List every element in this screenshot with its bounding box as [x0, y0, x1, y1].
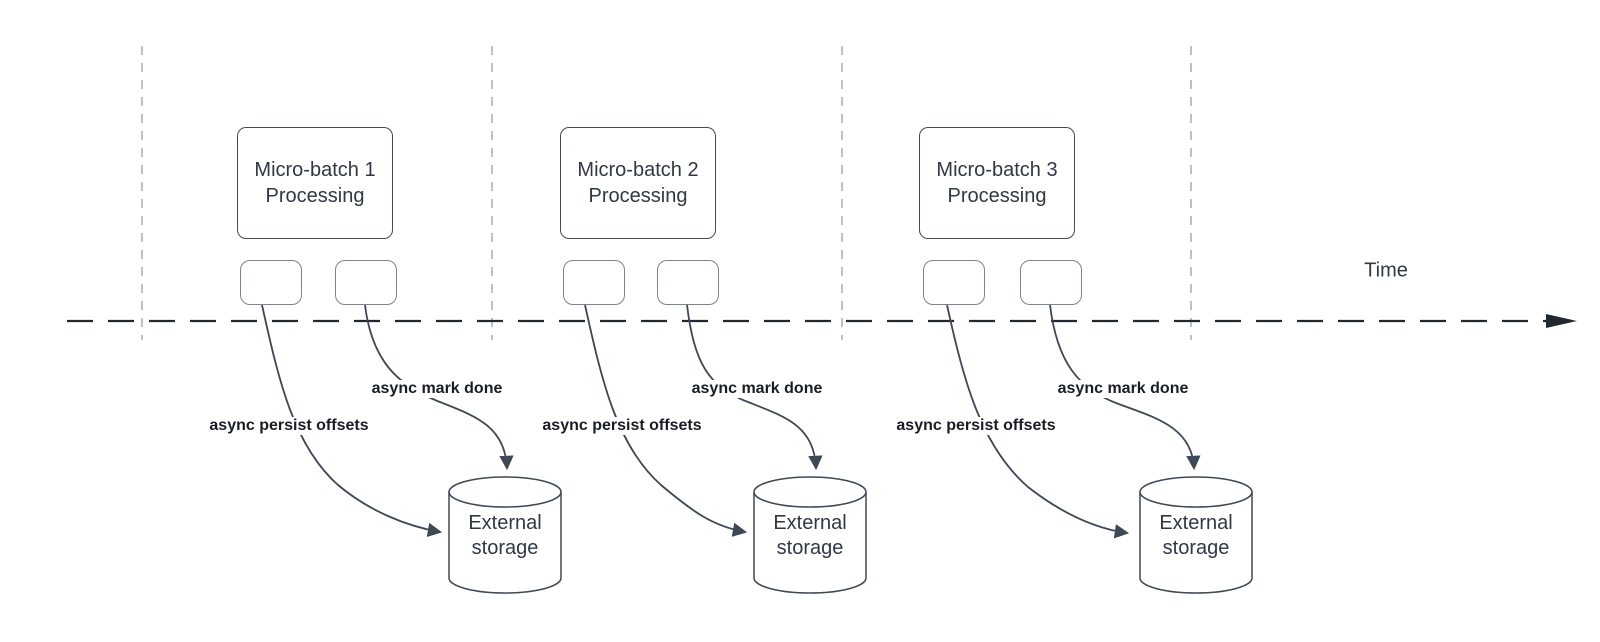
micro-batch-box-3-label: Micro-batch 3 Processing: [936, 159, 1058, 207]
persist-offsets-arrow-2: [584, 304, 748, 537]
cylinder-outline: [753, 476, 867, 594]
micro-batch-box-2: Micro-batch 2 Processing: [560, 127, 716, 239]
mark-done-label-3: async mark done: [1054, 380, 1192, 398]
persist-offsets-arrow-3: [946, 304, 1130, 539]
mark-done-arrow-2: [686, 304, 823, 471]
timeline-arrowhead-icon: [1546, 314, 1577, 328]
cylinder-outline: [448, 476, 562, 594]
persist-task-box-2: [563, 260, 625, 305]
storage-cylinder-3: [1139, 476, 1253, 594]
micro-batch-box-1-label: Micro-batch 1 Processing: [254, 159, 376, 207]
persist-offsets-label-3: async persist offsets: [893, 417, 1059, 435]
mark-done-arrow-3: [1049, 304, 1201, 471]
cylinder-rim: [1139, 491, 1253, 508]
time-axis-label: Time: [1364, 259, 1408, 282]
persist-task-box-3: [923, 260, 985, 305]
persist-task-box-1: [240, 260, 302, 305]
storage-cylinder-2: [753, 476, 867, 594]
cylinder-rim: [753, 491, 867, 508]
persist-offsets-label-2: async persist offsets: [539, 417, 705, 435]
done-task-box-1: [335, 260, 397, 305]
persist-offsets-label-1: async persist offsets: [206, 417, 372, 435]
mark-done-label-2: async mark done: [688, 380, 826, 398]
mark-done-arrow-1: [364, 304, 514, 471]
storage-cylinder-1: [448, 476, 562, 594]
storage-label-2: External storage: [773, 512, 847, 559]
persist-offsets-arrow-1: [261, 304, 443, 537]
done-task-box-2: [657, 260, 719, 305]
micro-batch-box-2-label: Micro-batch 2 Processing: [577, 159, 699, 207]
cylinder-rim: [448, 491, 562, 508]
micro-batch-box-3: Micro-batch 3 Processing: [919, 127, 1075, 239]
storage-label-3: External storage: [1159, 512, 1233, 559]
micro-batch-box-1: Micro-batch 1 Processing: [237, 127, 393, 239]
storage-label-1: External storage: [468, 512, 542, 559]
mark-done-label-1: async mark done: [368, 380, 506, 398]
cylinder-outline: [1139, 476, 1253, 594]
done-task-box-3: [1020, 260, 1082, 305]
